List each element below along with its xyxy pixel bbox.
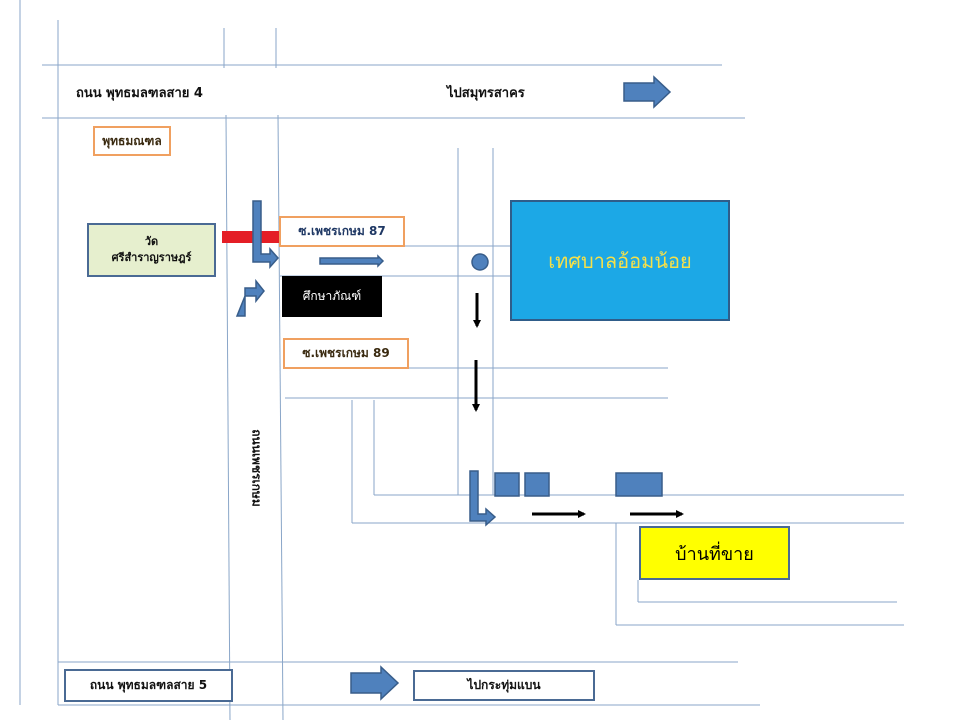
soi-89-text: ซ.เพชรเกษม 89 [302, 346, 390, 360]
arrow-right-icon [350, 665, 400, 701]
temple-label-line1: วัด [144, 235, 159, 248]
temple-label-line2: ศรีสำราญราษฎร์ [111, 251, 192, 264]
road-line [225, 114, 231, 720]
bottom-road-label: ถนน พุทธมลฑลสาย 5 [64, 669, 233, 702]
krathum-baen-text: ไปกระทุ่มแบน [467, 678, 541, 692]
phutthamonthon-label: พุทธมณฑล [93, 126, 171, 156]
municipality-text: เทศบาลอ้อมน้อย [548, 248, 692, 273]
phutthamonthon-text: พุทธมณฑล [102, 133, 162, 148]
arrow-right-icon [319, 254, 385, 268]
school-text: ศึกษาภัณฑ์ [302, 289, 362, 303]
building-block [615, 472, 663, 497]
temple-label: วัด ศรีสำราญราษฎร์ [87, 223, 216, 277]
vertical-road-label: ถนนเพชรเกษม [249, 429, 264, 507]
direction-samut-sakhon: ไปสมุทรสาคร [447, 86, 525, 101]
road-lines [19, 0, 904, 720]
soi-89-label: ซ.เพชรเกษม 89 [283, 338, 409, 369]
buildings [494, 472, 663, 497]
building-block [524, 472, 550, 497]
turn-down-right-icon [252, 200, 280, 269]
soi-87-text: ซ.เพชรเกษม 87 [298, 224, 386, 238]
thin-arrows [472, 293, 684, 518]
house-for-sale-text: บ้านที่ขาย [675, 543, 754, 565]
direction-krathum-baen: ไปกระทุ่มแบน [413, 670, 595, 701]
block-arrows [235, 75, 672, 701]
school-label: ศึกษาภัณฑ์ [282, 276, 382, 317]
arrow-right-icon [623, 75, 672, 109]
municipality-label: เทศบาลอ้อมน้อย [510, 200, 730, 321]
house-for-sale-label: บ้านที่ขาย [639, 526, 790, 580]
building-block [494, 472, 520, 497]
top-road-label: ถนน พุทธมลฑลสาย 4 [76, 86, 203, 101]
soi-87-label: ซ.เพชรเกษม 87 [279, 216, 405, 247]
bottom-road-text: ถนน พุทธมลฑลสาย 5 [89, 678, 208, 692]
red-marker [222, 231, 280, 243]
location-dot [471, 253, 489, 271]
road-line [277, 114, 284, 720]
turn-down-right-icon [469, 470, 497, 527]
turn-up-right-icon [235, 278, 265, 317]
